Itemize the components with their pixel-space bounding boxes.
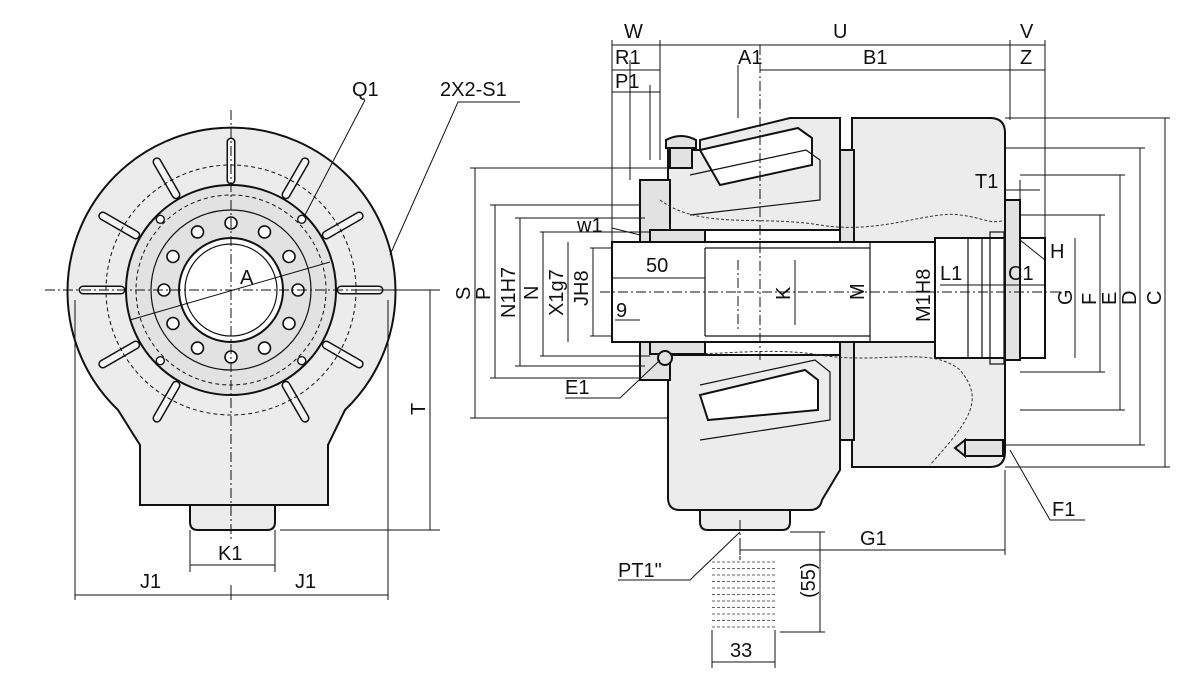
side-f1-bolt — [964, 439, 1004, 457]
label-pt1: PT1" — [618, 560, 662, 582]
label-c1: C1 — [1008, 263, 1034, 285]
leader-e1 — [565, 359, 661, 399]
side-seal-top — [649, 229, 706, 243]
label-j1-right: J1 — [295, 571, 316, 593]
label-n: N — [521, 286, 543, 300]
label-w: W — [624, 21, 643, 43]
fin-slot-inner — [283, 158, 308, 198]
leader-pt1 — [618, 531, 741, 581]
leader-f1 — [1009, 449, 1085, 521]
fin-slot-inner — [154, 382, 179, 422]
leader-w1 — [611, 227, 641, 236]
side-t1-step — [1004, 199, 1021, 361]
bolt-hole — [166, 316, 180, 331]
side-fin-upper-2 — [689, 149, 821, 216]
label-x1g7: X1g7 — [546, 269, 568, 316]
side-pipe-dashed — [712, 561, 775, 628]
label-p: P — [473, 287, 495, 300]
side-oil-fitting — [669, 147, 693, 169]
bolt-hole — [282, 249, 296, 264]
label-g: G — [1055, 289, 1077, 305]
side-piston-ring-1 — [967, 237, 983, 359]
label-c: C — [1144, 291, 1166, 305]
fin-slot-inner — [154, 158, 179, 198]
side-break-lower — [659, 349, 973, 466]
label-50: 50 — [646, 255, 668, 277]
label-l1: L1 — [940, 263, 962, 285]
bolt-hole — [282, 316, 296, 331]
side-view: W U V R1 A1 B1 Z P1 S P N1H7 N X1g7 JH8 … — [453, 21, 1170, 668]
label-f1: F1 — [1052, 499, 1075, 521]
side-drain-foot — [699, 509, 791, 531]
fin-slot-inner — [323, 213, 363, 238]
front-drain-foot — [189, 504, 276, 531]
label-z: Z — [1020, 47, 1032, 69]
label-e: E — [1099, 292, 1121, 305]
bolt-hole — [257, 341, 272, 355]
label-p1: P1 — [615, 71, 639, 93]
label-a: A — [240, 267, 254, 289]
side-fin-lower-2 — [699, 359, 831, 441]
side-f1-bolt-tip — [953, 437, 966, 459]
bolt-hole — [190, 341, 205, 355]
label-q1: Q1 — [352, 79, 379, 101]
label-g1: G1 — [860, 528, 887, 550]
label-t: T — [408, 403, 430, 415]
leader-2x2-s1 — [389, 101, 520, 256]
outer-hole — [297, 214, 307, 224]
label-e1: E1 — [565, 377, 589, 399]
label-m: M — [847, 283, 869, 300]
bolt-hole — [190, 225, 205, 239]
fin-slot-inner — [99, 213, 139, 238]
label-9: 9 — [616, 300, 627, 322]
side-e1-bolt — [657, 350, 673, 366]
label-k: K — [773, 286, 795, 300]
bolt-hole — [166, 249, 180, 264]
bolt-hole — [257, 225, 272, 239]
label-jh8: JH8 — [571, 270, 593, 306]
label-s: S — [453, 287, 475, 300]
side-fin-lower — [698, 368, 819, 422]
label-d: D — [1119, 291, 1141, 305]
fin-slot-inner — [323, 342, 363, 367]
label-r1: R1 — [615, 47, 641, 69]
outer-hole — [297, 356, 307, 366]
label-k1: K1 — [218, 543, 242, 565]
leader-h — [1019, 239, 1046, 261]
label-u: U — [833, 21, 847, 43]
label-h: H — [1050, 241, 1064, 263]
outer-hole — [155, 214, 165, 224]
side-break-upper — [659, 199, 1006, 228]
front-diameter-a-line — [129, 261, 331, 321]
label-a1: A1 — [738, 47, 762, 69]
label-n1h7: N1H7 — [498, 267, 520, 318]
outer-hole — [155, 356, 165, 366]
front-view: Q1 2X2-S1 A T K1 J1 J1 — [45, 79, 520, 600]
leader-q1 — [304, 99, 366, 216]
label-v: V — [1020, 21, 1034, 43]
label-33: 33 — [730, 640, 752, 662]
label-t1: T1 — [975, 171, 998, 193]
label-b1: B1 — [863, 47, 887, 69]
label-2x2-s1: 2X2-S1 — [440, 79, 507, 101]
fin-slot-inner — [283, 382, 308, 422]
side-fin-upper — [698, 126, 813, 187]
side-oil-fitting-cap — [665, 135, 697, 149]
fin-slot-inner — [99, 342, 139, 367]
label-j1-left: J1 — [140, 571, 161, 593]
side-seal-bottom — [649, 341, 706, 355]
label-m1h8: M1H8 — [913, 269, 935, 322]
label-55: (55) — [798, 562, 820, 598]
label-w1: w1 — [576, 215, 603, 237]
label-f: F — [1079, 293, 1101, 305]
